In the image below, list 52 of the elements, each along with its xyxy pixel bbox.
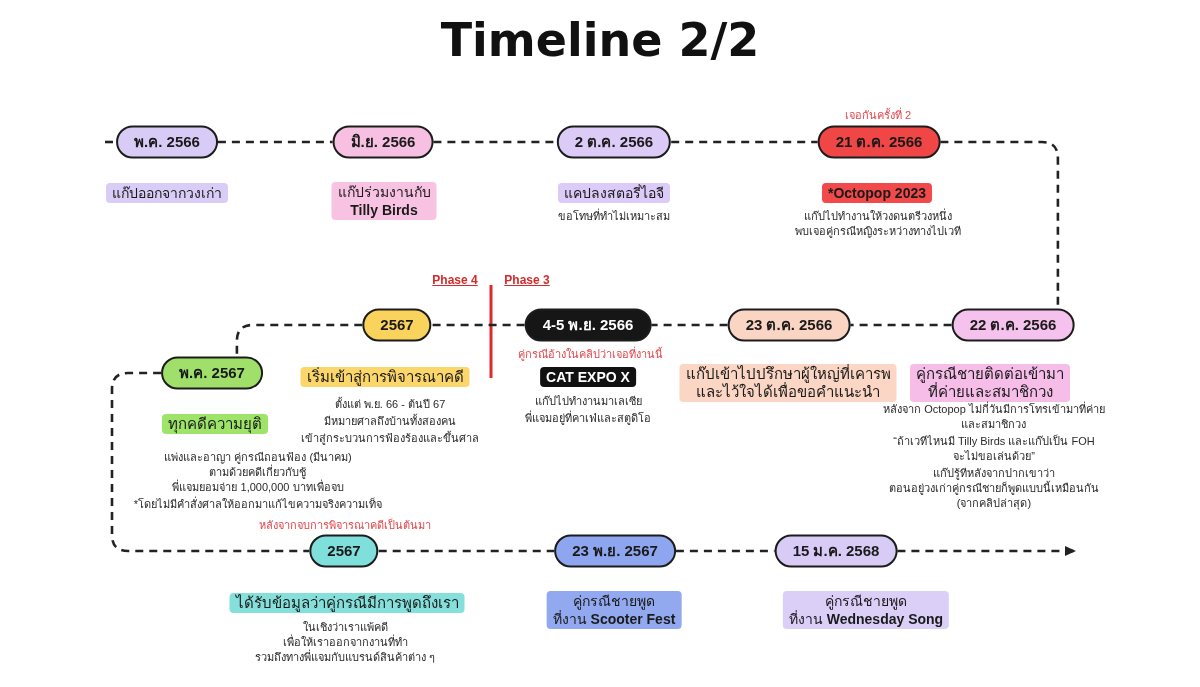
description-text: แก๊ปไปทำงานให้วงดนตรีวงหนึ่ง พบเจอคู่กรณีหญิงระหว่างทางไปเวที xyxy=(795,209,961,239)
timeline-date: 15 ม.ค. 2568 xyxy=(774,534,898,568)
annotation-text: เจอกันครั้งที่ 2 xyxy=(844,108,912,123)
timeline-date: 4-5 พ.ย. 2566 xyxy=(524,308,652,342)
timeline-line xyxy=(235,323,363,357)
description-text: ในเชิงว่าเราแพ้คดี เพื่อให้เราออกจากงานที่ทำ รวมถึงทางพี่แจมกับแบรนด์สินค้าต่าง ๆ xyxy=(254,620,436,665)
event-highlight: ได้รับข้อมูลว่าคู่กรณีมีการพูดถึงเรา xyxy=(229,593,465,613)
event-highlight: คู่กรณีชายพูด ที่งาน Scooter Fest xyxy=(546,591,682,629)
timeline-date: 22 ต.ค. 2566 xyxy=(951,308,1075,342)
timeline-date: 23 ต.ค. 2566 xyxy=(727,308,851,342)
annotation-text: คู่กรณีอ้างในคลิปว่าเจอที่งานนี้ xyxy=(517,347,663,362)
timeline-date: 23 พ.ย. 2567 xyxy=(554,534,676,568)
timeline-line xyxy=(651,323,728,327)
timeline-date: 21 ต.ค. 2566 xyxy=(817,125,941,159)
timeline-line xyxy=(671,140,818,144)
event-highlight: ทุกคดีความยุติ xyxy=(162,414,268,434)
phase-label: Phase 4 xyxy=(432,272,478,289)
timeline-line xyxy=(431,323,525,327)
timeline-date: 2567 xyxy=(362,308,432,342)
timeline-line xyxy=(850,323,952,327)
description-text: “ถ้าเวทีไหนมี Tilly Birds และแก๊ปเป็น FOH จะไม่ขอเล่นด้วย” xyxy=(893,434,1095,464)
description-text: แพ่งและอาญา คู่กรณีถอนฟ้อง (มีนาคม) ตามด้วยคดีเกี่ยวกับชู้ พี่แจมยอมจ่าย 1,000,000 บาทเพื่อจบ xyxy=(164,450,352,495)
timeline-line xyxy=(378,549,555,553)
description-text: หลังจาก Octopop ไม่กี่วันมีการโทรเข้ามาที่ค่าย และสมาชิกวง xyxy=(883,402,1105,432)
event-highlight: คู่กรณีชายพูด ที่งาน Wednesday Song xyxy=(782,591,950,629)
event-highlight: CAT EXPO X xyxy=(540,367,636,387)
timeline-line xyxy=(897,546,1076,556)
event-highlight: แก๊ปร่วมงานกับ Tilly Birds xyxy=(331,182,437,220)
timeline-line xyxy=(217,140,333,144)
timeline-date: 2567 xyxy=(309,534,379,568)
timeline-date: พ.ค. 2566 xyxy=(116,125,218,159)
title: Timeline 2/2 xyxy=(440,12,760,68)
event-highlight: แก๊ปเข้าไปปรึกษาผู้ใหญ่ที่เคารพ และไว้ใจได้เพื่อขอคำแนะนำ xyxy=(679,364,897,402)
description-text: แก๊ปรู้ทีหลังจากปากเขาว่า ตอนอยู่วงเก่าคู่กรณีชายก็พูดแบบนี้เหมือนกัน (จากคลิปล่าสุด) xyxy=(889,466,1099,511)
phase-label: Phase 3 xyxy=(504,272,550,289)
description-text: แก๊ปไปทำงานมาเลเซีย xyxy=(534,394,642,409)
timeline-date: 2 ต.ค. 2566 xyxy=(556,125,672,159)
event-highlight: แคปลงสตอรี่ไอจี xyxy=(558,183,670,203)
event-highlight: *Octopop 2023 xyxy=(822,183,932,203)
timeline-line xyxy=(110,371,310,553)
timeline-date: มิ.ย. 2566 xyxy=(332,125,434,159)
event-highlight: เริ่มเข้าสู่การพิจารณาคดี xyxy=(300,367,470,387)
description-text: *โดยไม่มีคำสั่งศาลให้ออกมาแก้ไขความจริงความเท็จ xyxy=(133,497,383,512)
annotation-text: หลังจากจบการพิจารณาคดีเป็นต้นมา xyxy=(259,518,431,533)
description-text: เข้าสู่กระบวนการฟ้องร้องและขึ้นศาล xyxy=(301,431,479,446)
event-highlight: คู่กรณีชายติดต่อเข้ามา ที่ค่ายและสมาชิกวง xyxy=(910,364,1070,402)
description-text: พี่แจมอยู่ที่คาเฟ่และสตูดิโอ xyxy=(525,411,651,426)
description-text: ตั้งแต่ พ.ย. 66 - ต้นปี 67 xyxy=(334,397,446,412)
description-text: ขอโทษที่ทำไม่เหมาะสม xyxy=(558,209,670,224)
event-highlight: แก๊ปออกจากวงเก่า xyxy=(106,183,228,203)
description-text: มีหมายศาลถึงบ้านทั้งสองคน xyxy=(324,414,456,429)
timeline-date: พ.ค. 2567 xyxy=(161,356,263,390)
